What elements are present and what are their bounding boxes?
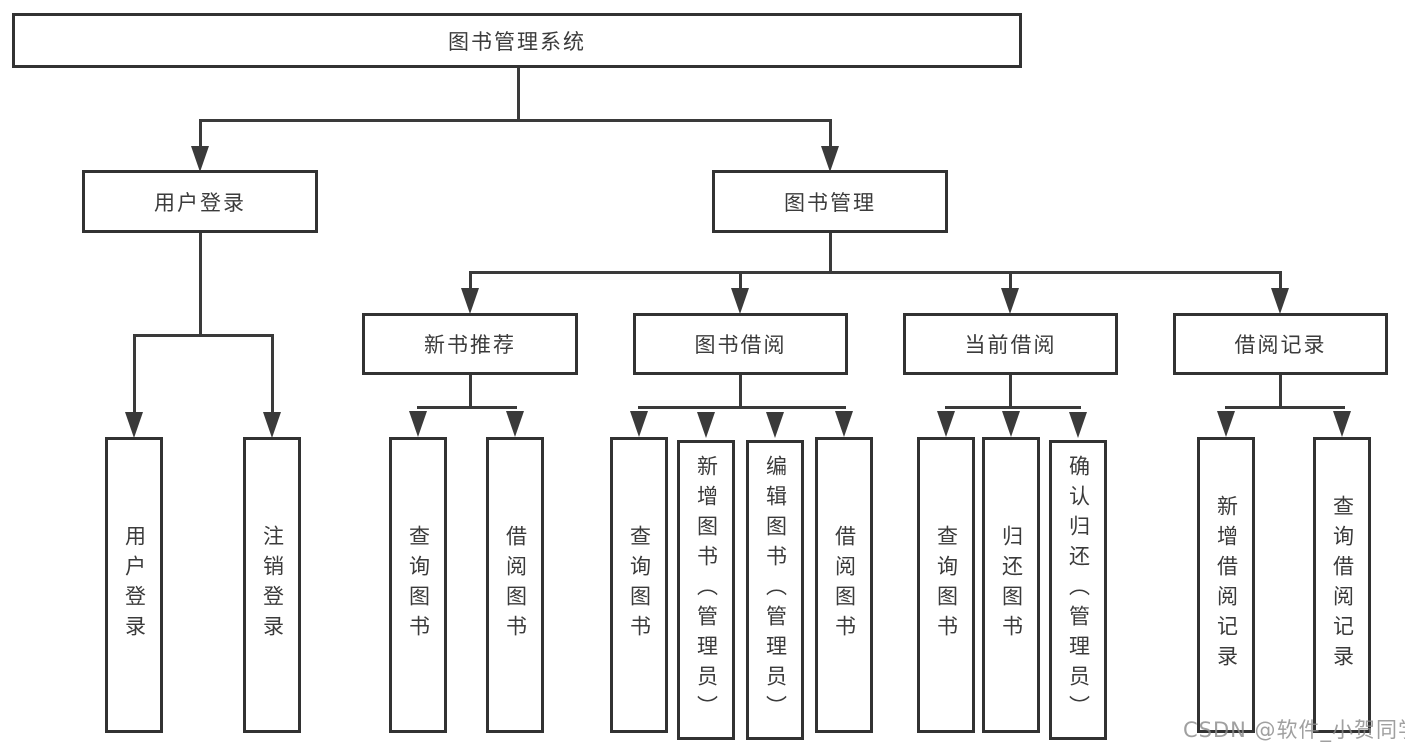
node-label: 用户登录: [154, 190, 246, 215]
node-label: 用户登录: [122, 525, 147, 645]
node-label: 注销登录: [260, 525, 285, 645]
connector-borrow-records-bus: [1225, 406, 1345, 409]
node-label: 归还图书: [999, 525, 1024, 645]
node-label: 图书借阅: [694, 333, 787, 357]
node-label: 图书管理系统: [448, 29, 586, 54]
csdn-watermark: CSDN @软件_小贺同学: [1183, 718, 1405, 742]
connector-drop-book-borrow: [739, 271, 742, 290]
arrow-down-icon: [461, 288, 479, 314]
node-current-borrow: 当前借阅: [903, 313, 1118, 375]
node-user-login-leaf: 用户登录: [105, 437, 163, 733]
connector-current-borrow-bus: [945, 406, 1081, 409]
node-label: 借阅图书: [832, 525, 857, 645]
node-br-query-record: 查询借阅记录: [1313, 437, 1371, 733]
node-cb-query-books: 查询图书: [917, 437, 975, 733]
node-bb-edit-books: 编辑图书（管理员）: [746, 440, 804, 740]
arrow-down-icon: [1271, 288, 1289, 314]
node-logout-leaf: 注销登录: [243, 437, 301, 733]
connector-book-borrow-stem: [739, 375, 742, 409]
connector-drop-user-login: [199, 119, 202, 147]
arrow-down-icon: [1333, 411, 1351, 437]
connector-book-borrow-bus: [638, 406, 846, 409]
node-cb-confirm-return: 确认归还（管理员）: [1049, 440, 1107, 740]
arrow-down-icon: [766, 412, 784, 438]
arrow-down-icon: [409, 411, 427, 437]
node-book-mgmt: 图书管理: [712, 170, 948, 233]
connector-current-borrow-stem: [1009, 375, 1012, 409]
connector-book-mgmt-stem: [829, 233, 832, 274]
connector-drop-book-mgmt: [829, 119, 832, 147]
node-bb-add-books: 新增图书（管理员）: [677, 440, 735, 740]
node-label: 查询图书: [406, 525, 431, 645]
node-label: 借阅图书: [503, 525, 528, 645]
node-user-login: 用户登录: [82, 170, 318, 233]
node-borrow-records: 借阅记录: [1173, 313, 1388, 375]
connector-root-stem: [517, 67, 520, 122]
node-label: 新书推荐: [424, 333, 516, 357]
node-label: 新增借阅记录: [1214, 495, 1239, 675]
arrow-down-icon: [697, 412, 715, 438]
node-label: 确认归还（管理员）: [1066, 455, 1091, 725]
arrow-down-icon: [835, 411, 853, 437]
node-root: 图书管理系统: [12, 13, 1022, 68]
arrow-down-icon: [1069, 412, 1087, 438]
arrow-down-icon: [191, 146, 209, 172]
connector-level2-bus: [199, 119, 832, 122]
arrow-down-icon: [125, 412, 143, 438]
node-cb-return-books: 归还图书: [982, 437, 1040, 733]
connector-drop-logout-leaf: [271, 334, 274, 414]
arrow-down-icon: [1217, 411, 1235, 437]
node-label: 当前借阅: [964, 333, 1057, 357]
arrow-down-icon: [731, 288, 749, 314]
node-bb-query-books: 查询图书: [610, 437, 668, 733]
node-label: 图书管理: [784, 190, 876, 215]
node-rec-borrow-books: 借阅图书: [486, 437, 544, 733]
node-new-book-rec: 新书推荐: [362, 313, 578, 375]
node-label: 编辑图书（管理员）: [763, 455, 788, 725]
node-label: 借阅记录: [1234, 333, 1327, 357]
connector-drop-new-book-rec: [469, 271, 472, 290]
node-label: 查询图书: [934, 525, 959, 645]
connector-drop-current-borrow: [1009, 271, 1012, 290]
node-book-borrow: 图书借阅: [633, 313, 848, 375]
node-label: 查询借阅记录: [1330, 495, 1355, 675]
node-label: 查询图书: [627, 525, 652, 645]
connector-borrow-records-stem: [1279, 375, 1282, 409]
node-bb-borrow-books: 借阅图书: [815, 437, 873, 733]
connector-drop-user-login-leaf: [133, 334, 136, 414]
connector-level3-bus: [469, 271, 1282, 274]
connector-new-book-rec-stem: [469, 375, 472, 409]
arrow-down-icon: [1002, 411, 1020, 437]
arrow-down-icon: [821, 146, 839, 172]
connector-user-login-bus: [133, 334, 274, 337]
node-label: 新增图书（管理员）: [694, 455, 719, 725]
node-rec-query-books: 查询图书: [389, 437, 447, 733]
connector-user-login-stem: [199, 233, 202, 337]
node-br-add-record: 新增借阅记录: [1197, 437, 1255, 733]
arrow-down-icon: [937, 411, 955, 437]
arrow-down-icon: [263, 412, 281, 438]
connector-drop-borrow-records: [1279, 271, 1282, 290]
arrow-down-icon: [630, 411, 648, 437]
connector-new-book-rec-bus: [417, 406, 517, 409]
arrow-down-icon: [1001, 288, 1019, 314]
arrow-down-icon: [506, 411, 524, 437]
